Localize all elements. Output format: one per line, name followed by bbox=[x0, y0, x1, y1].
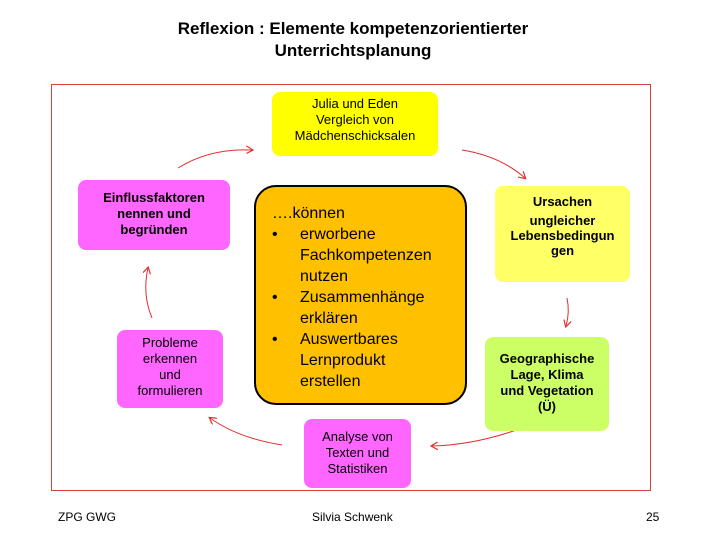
node-left-top-line-2: nennen und bbox=[117, 206, 191, 221]
node-right-top-line-2: ungleicher bbox=[529, 213, 596, 228]
node-right-bottom-line-3: und Vegetation bbox=[500, 383, 594, 398]
center-bullet-2-line-2: erklären bbox=[300, 310, 358, 327]
node-left-bottom: Probleme erkennen und formulieren bbox=[117, 330, 223, 408]
node-left-top-line-1: Einflussfaktoren bbox=[103, 190, 205, 205]
competence-center-box: ….können erworbene Fachkompetenzen nutze… bbox=[254, 185, 467, 405]
node-left-bottom-line-4: formulieren bbox=[137, 383, 203, 398]
node-right-top-line-3: Lebensbedingun bbox=[510, 228, 615, 243]
diagram-frame bbox=[51, 84, 651, 491]
center-bullet-1-line-1: erworbene bbox=[300, 226, 376, 243]
node-bottom-line-3: Statistiken bbox=[327, 461, 388, 476]
slide-title: Reflexion : Elemente kompetenzorientiert… bbox=[0, 18, 706, 62]
node-right-top: Ursachen ungleicher Lebensbedingun gen bbox=[495, 186, 630, 282]
footer-left: ZPG GWG bbox=[58, 510, 116, 524]
arrow-left-top-to-top bbox=[177, 150, 252, 169]
node-left-bottom-line-2: erkennen bbox=[142, 351, 198, 366]
node-left-bottom-line-3: und bbox=[159, 367, 181, 382]
title-line-2: Unterrichtsplanung bbox=[274, 41, 432, 60]
arrow-left-bottom-to-left-top bbox=[146, 268, 153, 319]
arrow-right-top-to-right-bottom bbox=[566, 297, 568, 326]
center-bullet-2-line-1: Zusammenhänge bbox=[300, 289, 425, 306]
node-top: Julia und Eden Vergleich von Mädchenschi… bbox=[272, 92, 438, 156]
node-bottom: Analyse von Texten und Statistiken bbox=[304, 419, 411, 488]
node-right-bottom-line-2: Lage, Klima bbox=[510, 367, 584, 382]
node-bottom-line-2: Texten und bbox=[325, 445, 390, 460]
arrow-bottom-to-left-bottom bbox=[210, 418, 283, 446]
title-line-1: Reflexion : Elemente kompetenzorientiert… bbox=[177, 19, 529, 38]
node-right-top-line-4: gen bbox=[550, 243, 575, 258]
center-bullet-3-line-3: erstellen bbox=[300, 373, 361, 390]
footer-center: Silvia Schwenk bbox=[312, 510, 393, 524]
node-left-top-line-3: begründen bbox=[120, 222, 188, 237]
node-right-bottom: Geographische Lage, Klima und Vegetation… bbox=[485, 337, 609, 431]
footer-page-number: 25 bbox=[646, 510, 660, 524]
center-bullet-3-line-1: Auswertbares bbox=[300, 331, 398, 348]
node-left-bottom-line-1: Probleme bbox=[142, 335, 198, 350]
node-top-line-3: Mädchenschicksalen bbox=[294, 128, 416, 143]
node-right-bottom-line-1: Geographische bbox=[499, 351, 595, 366]
center-bullet-3-line-2: Lernprodukt bbox=[300, 352, 386, 369]
node-bottom-line-1: Analyse von bbox=[322, 429, 393, 444]
node-top-line-1: Julia und Eden bbox=[311, 96, 398, 111]
arrow-right-bottom-to-bottom bbox=[432, 427, 523, 446]
center-bullet-1-line-3: nutzen bbox=[300, 268, 349, 285]
node-left-top: Einflussfaktoren nennen und begründen bbox=[78, 180, 230, 250]
node-right-bottom-line-4: (Ü) bbox=[537, 399, 557, 414]
center-bullet-2: Zusammenhänge erklären bbox=[272, 287, 465, 329]
center-heading: ….können bbox=[272, 205, 345, 222]
node-right-top-line-1: Ursachen bbox=[532, 194, 593, 209]
center-bullet-3: Auswertbares Lernprodukt erstellen bbox=[272, 329, 465, 392]
arrow-top-to-right-top bbox=[461, 149, 525, 178]
center-bullet-1: erworbene Fachkompetenzen nutzen bbox=[272, 224, 465, 287]
center-bullet-1-line-2: Fachkompetenzen bbox=[300, 247, 432, 264]
node-top-line-2: Vergleich von bbox=[315, 112, 395, 127]
